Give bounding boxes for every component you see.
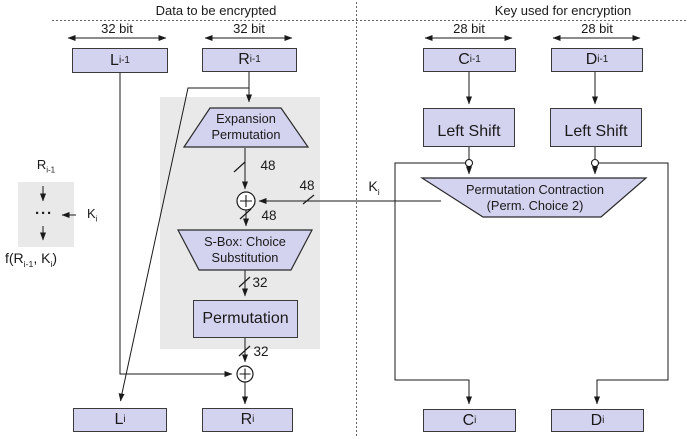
branch-node-c: [464, 158, 474, 168]
pc2-line1: Permutation Contraction: [466, 182, 604, 197]
wire-loop-to-di: [594, 162, 669, 405]
tick-permutation-out: [238, 345, 251, 357]
label-subkey-ki: Ki: [368, 178, 380, 197]
tick-sbox-out: [238, 276, 251, 288]
legend-input-label: Ri-1: [36, 157, 56, 175]
legend-output-label: f(Ri-1, Ki): [5, 250, 58, 269]
legend-key-label: Ki: [87, 206, 98, 224]
key-wires: [394, 72, 669, 405]
permutation-contraction-block: [419, 177, 648, 218]
data-wires: [118, 72, 441, 405]
label-48-subkey: 48: [299, 178, 315, 193]
bus-width-l: 32 bit: [101, 21, 133, 36]
tick-expansion-out: [233, 161, 246, 173]
label-48-expansion-out: 48: [260, 158, 276, 173]
wire-rprev-to-li: [118, 87, 249, 402]
xor1-icon: [236, 191, 256, 211]
label-32-perm-out: 32: [253, 344, 269, 359]
bus-width-r: 32 bit: [233, 21, 265, 36]
expansion-line1: Expansion: [216, 111, 276, 126]
permutation-contraction-label: Permutation Contraction (Perm. Choice 2): [466, 182, 604, 213]
sbox-line1: S-Box: Choice: [204, 234, 286, 249]
bus-width-d: 28 bit: [581, 21, 613, 36]
sbox-label: S-Box: Choice Substitution: [204, 234, 286, 265]
wire-loop-to-ci: [394, 162, 472, 405]
left-shift-d-block: Left Shift: [550, 108, 642, 147]
wire-lprev-to-xor2: [119, 73, 233, 377]
key-half-title: Key used for encryption: [494, 3, 632, 18]
sbox-line2: Substitution: [211, 249, 279, 265]
tick-subkey: [302, 194, 315, 205]
data-half-title: Data to be encrypted: [155, 3, 277, 18]
label-48-xor-out: 48: [261, 208, 277, 223]
label-32-sbox-out: 32: [252, 275, 268, 290]
sbox-block: [177, 229, 313, 271]
pc2-line2: (Perm. Choice 2): [486, 197, 584, 213]
xor2-icon: [236, 365, 254, 383]
expansion-permutation-label: Expansion Permutation: [212, 111, 281, 142]
branch-node-d: [590, 158, 600, 168]
tick-xor-out: [239, 208, 252, 220]
left-shift-c-block: Left Shift: [423, 108, 515, 147]
legend-wires: [40, 186, 76, 241]
legend-dots: ···: [35, 205, 53, 222]
expansion-permutation-block: [182, 107, 310, 148]
expansion-line2: Permutation: [211, 126, 281, 142]
permutation-block: Permutation: [193, 300, 298, 338]
width-ticks: [233, 161, 315, 357]
bus-width-c: 28 bit: [453, 21, 485, 36]
